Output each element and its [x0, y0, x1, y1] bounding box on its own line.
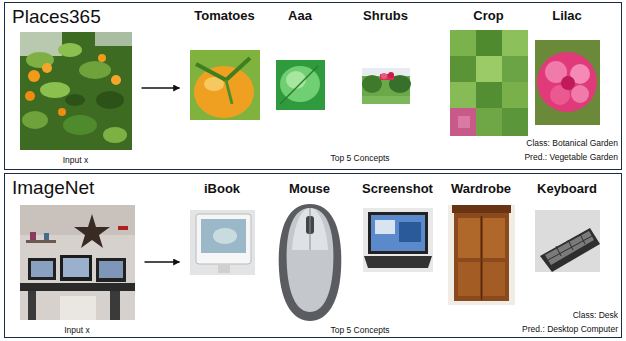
input-photo — [20, 32, 132, 150]
concept-image: Wardrobe — [446, 181, 517, 305]
input-image: Input x — [18, 205, 137, 336]
concept-photo — [448, 205, 515, 305]
concept-photo — [190, 210, 255, 275]
flow-arrow — [142, 87, 180, 88]
caption-label: Top 5 Concepts — [330, 153, 389, 164]
concept-heading: Crop — [448, 8, 530, 24]
concept-photo — [362, 68, 411, 104]
concept-image: Mouse — [273, 181, 347, 322]
caption-label: Class: Botanical Garden — [526, 138, 618, 149]
caption-label: Pred.: Desktop Computer — [522, 324, 618, 335]
concept-image: Aaa — [274, 8, 327, 110]
concept-heading: Screenshot — [358, 181, 438, 197]
concept-heading: Lilac — [533, 8, 602, 24]
dataset-panel: ImageNetInput x iBook Mouse Screenshot Wardr… — [4, 173, 622, 338]
flow-arrow — [145, 261, 180, 262]
concept-heading: Tomatoes — [188, 8, 262, 24]
concept-heading: Keyboard — [533, 181, 602, 197]
image-caption: Input x — [18, 325, 137, 336]
concept-heading: Mouse — [273, 181, 347, 197]
caption-label: Pred.: Vegetable Garden — [524, 152, 618, 163]
concept-image: Tomatoes — [188, 8, 262, 120]
input-photo — [20, 205, 135, 320]
concept-image: Crop — [448, 8, 530, 136]
concept-image: iBook — [188, 181, 257, 275]
concept-heading: iBook — [188, 181, 257, 197]
concept-photo — [363, 208, 433, 272]
concept-photo — [190, 50, 260, 120]
concept-image: Screenshot — [358, 181, 438, 272]
concept-image: Shrubs — [356, 8, 416, 104]
concept-image: Keyboard — [533, 181, 602, 272]
panel-title: Places365 — [5, 3, 101, 28]
concept-photo — [279, 204, 342, 321]
concept-image: Lilac — [533, 8, 602, 125]
concept-photo — [276, 60, 325, 110]
concept-heading: Shrubs — [356, 8, 416, 24]
caption-label: Class: Desk — [573, 310, 618, 321]
concept-heading: Wardrobe — [446, 181, 517, 197]
concept-photo — [535, 40, 600, 125]
concept-photo — [450, 30, 528, 136]
input-image: Input x — [18, 32, 134, 166]
panel-title: ImageNet — [5, 174, 94, 199]
concept-heading: Aaa — [274, 8, 327, 24]
concept-photo — [535, 210, 600, 272]
caption-label: Top 5 Concepts — [330, 325, 389, 336]
image-caption: Input x — [18, 155, 134, 166]
